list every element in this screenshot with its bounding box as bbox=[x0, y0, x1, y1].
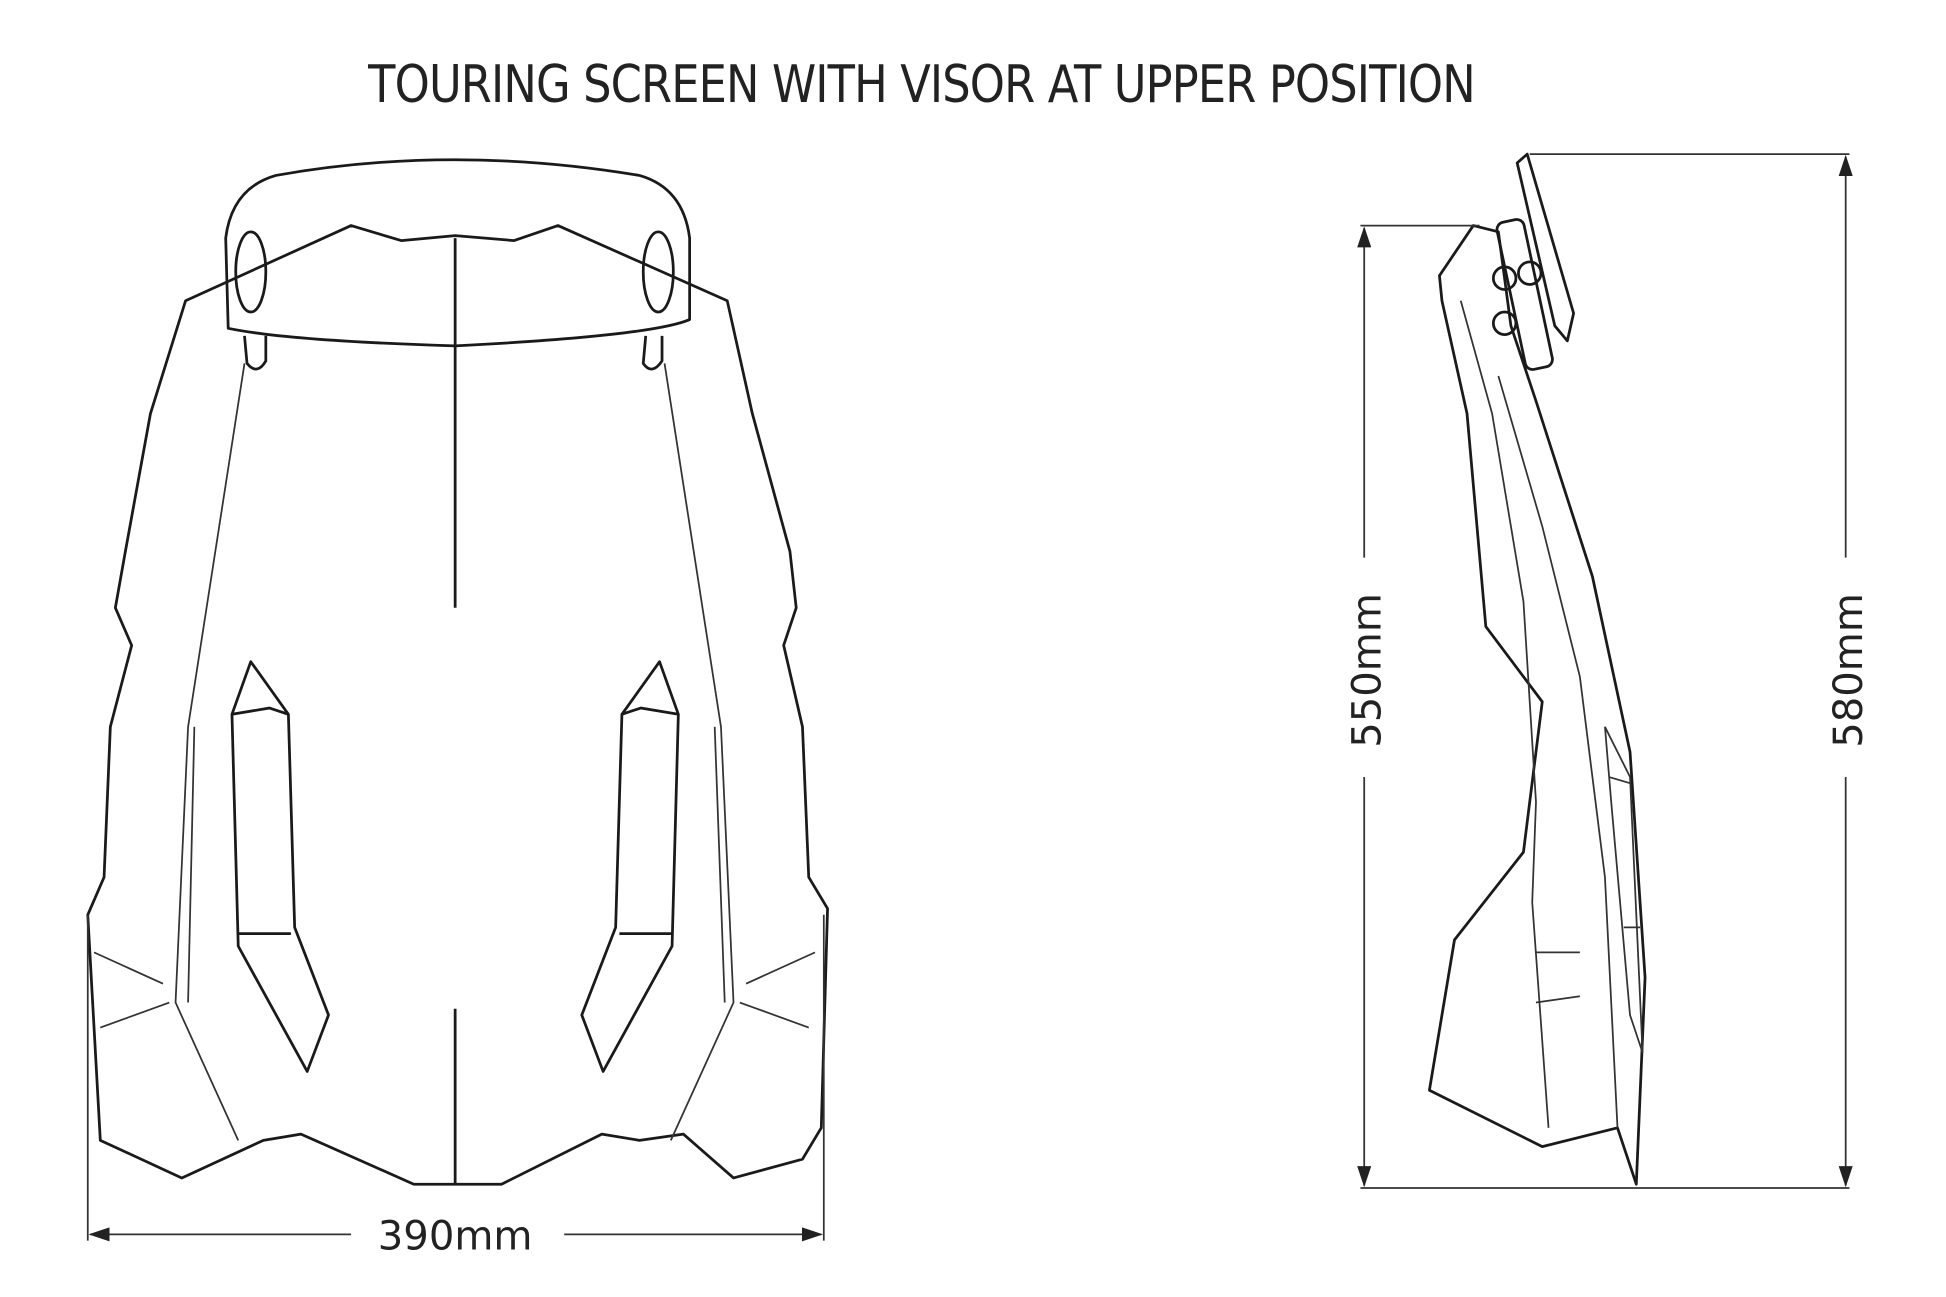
vent-slot-right bbox=[580, 660, 680, 1073]
visor-side bbox=[1515, 152, 1575, 343]
screen-height-dimension-label: 550mm bbox=[1344, 593, 1390, 748]
side-outline bbox=[1428, 224, 1647, 1186]
visor bbox=[224, 158, 692, 348]
total-height-dimension-label: 580mm bbox=[1826, 593, 1872, 748]
diagram-title: TOURING SCREEN WITH VISOR AT UPPER POSIT… bbox=[368, 55, 1476, 115]
side-view: 550mm 580mm bbox=[1344, 152, 1872, 1189]
front-view: 390mm bbox=[86, 158, 829, 1259]
vent-slot-left bbox=[230, 660, 330, 1073]
visor-bolt-left bbox=[234, 230, 268, 314]
width-dimension-label: 390mm bbox=[378, 1213, 533, 1259]
visor-bolt-right bbox=[641, 230, 675, 314]
